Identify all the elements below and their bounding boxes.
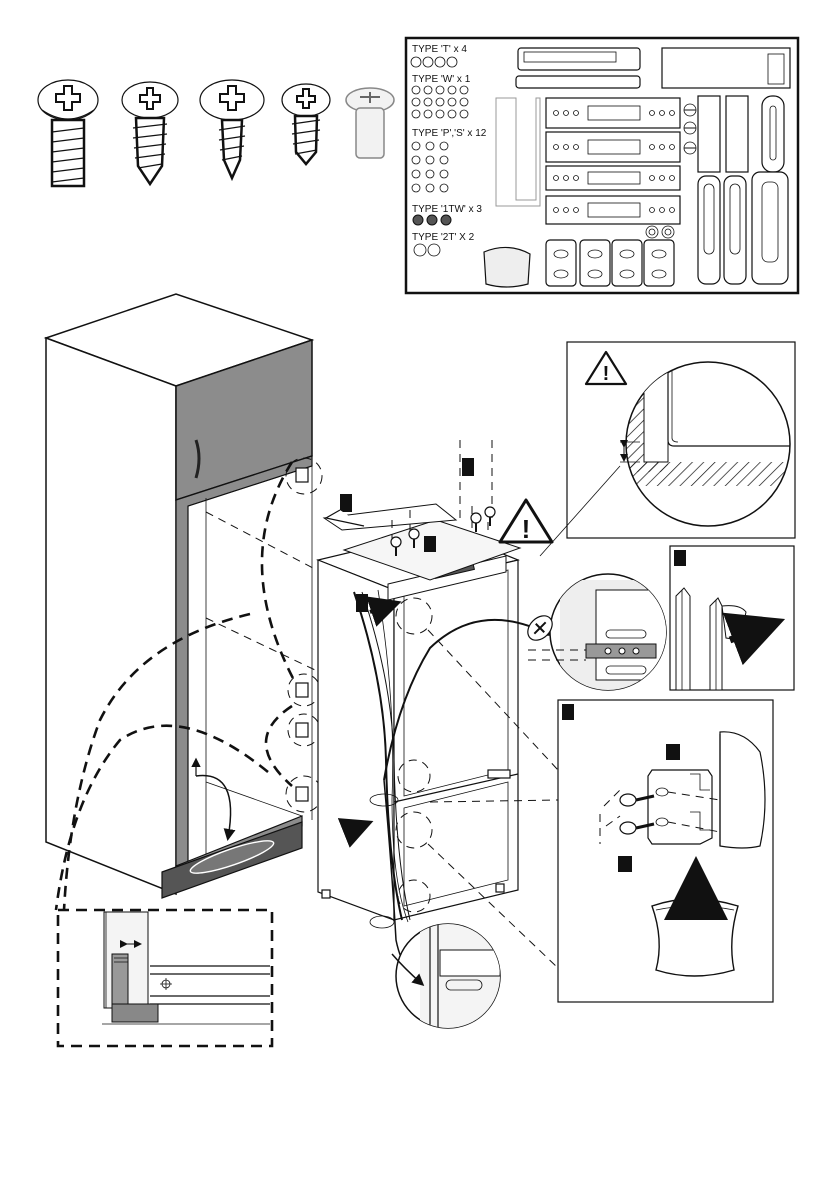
screw-type-label: TYPE '2T' X 2 [412, 232, 475, 243]
step-marker [666, 744, 680, 760]
parts-box: TYPE 'T' x 4 TYPE 'W' x 1 TYPE 'P','S' x… [406, 38, 798, 293]
screw-icon [485, 507, 495, 526]
hinge-plates [546, 98, 680, 224]
assembly-detail-panel [558, 700, 773, 1002]
screw-type-label: TYPE 'P','S' x 12 [412, 128, 487, 139]
warning-triangle-icon: ! [500, 500, 552, 544]
screw-type-label: TYPE 'T' x 4 [412, 44, 467, 55]
door-brackets [698, 96, 788, 284]
clip-plates [546, 240, 674, 286]
hinge-closeup-panel [58, 910, 272, 1046]
strip-removal-panel [670, 546, 794, 690]
trim-strip [662, 48, 790, 88]
step-marker [618, 856, 632, 872]
bracket-detail [523, 574, 670, 690]
step-marker [674, 550, 686, 566]
screw-row [38, 80, 394, 186]
screw-type-label: TYPE 'W' x 1 [412, 74, 471, 85]
refrigerator [318, 530, 518, 920]
mounting-block [648, 770, 720, 844]
screw-icon [200, 80, 264, 178]
svg-text:!: ! [603, 363, 610, 385]
screw-icon [122, 82, 178, 184]
step-marker [462, 458, 474, 476]
step-marker [340, 494, 352, 512]
svg-text:!: ! [522, 514, 531, 544]
screw-bag-icon [484, 247, 530, 287]
trim-strip [516, 48, 640, 88]
screw-type-label: TYPE '1TW' x 3 [412, 204, 482, 215]
screw-heads-row [413, 215, 451, 225]
hinge-callouts [286, 458, 322, 812]
gap-detail-panel: ! [540, 342, 800, 556]
screw-icon [282, 84, 330, 164]
step-marker [424, 536, 436, 552]
kitchen-cabinet [46, 294, 312, 898]
plastic-plug-icon [346, 88, 394, 158]
screw-icon [38, 80, 98, 186]
step-marker [562, 704, 574, 720]
